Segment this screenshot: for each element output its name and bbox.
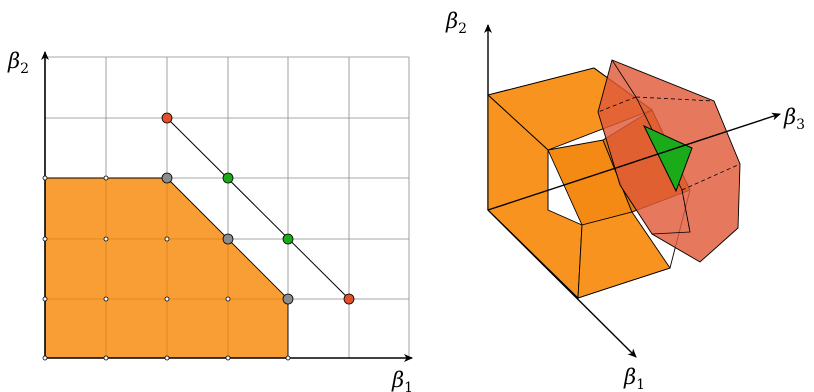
lattice-point (42, 236, 48, 242)
lattice-point (225, 355, 231, 361)
level-line (166, 117, 350, 300)
green-point (282, 233, 294, 245)
beta3-axis-3d (487, 112, 781, 211)
feasible-region (44, 177, 289, 359)
lattice-point (164, 355, 170, 361)
red-point (161, 112, 173, 124)
right-diagram: β2 β3 β1 (445, 9, 805, 392)
gray-point (222, 233, 234, 245)
gray-point (161, 172, 173, 184)
hidden-edge (681, 163, 741, 191)
green-points (222, 172, 294, 245)
plane-front-edges (611, 59, 691, 235)
lattice-point (225, 296, 231, 302)
lattice-point (42, 355, 48, 361)
lattice-point (164, 236, 170, 242)
boundary-points (161, 172, 294, 305)
lattice-point (103, 236, 109, 242)
gray-point (282, 293, 294, 305)
lattice-point (42, 175, 48, 181)
lattice-point (164, 296, 170, 302)
left-diagram: β2 β1 (7, 49, 413, 392)
beta1-label-3d: β1 (623, 365, 645, 392)
beta3-label-3d: β3 (783, 105, 805, 133)
lattice-point (42, 296, 48, 302)
lattice-point (103, 296, 109, 302)
beta1-label: β1 (391, 368, 413, 392)
hidden-edge (635, 96, 715, 102)
lattice-point (285, 355, 291, 361)
red-points (161, 112, 355, 305)
green-point (222, 172, 234, 184)
beta2-label: β2 (7, 49, 29, 77)
lattice-point (103, 355, 109, 361)
lattice-point (103, 175, 109, 181)
red-point (343, 293, 355, 305)
lattice-points (42, 175, 291, 361)
green-triangle (642, 124, 693, 193)
beta2-label-3d: β2 (445, 9, 467, 37)
